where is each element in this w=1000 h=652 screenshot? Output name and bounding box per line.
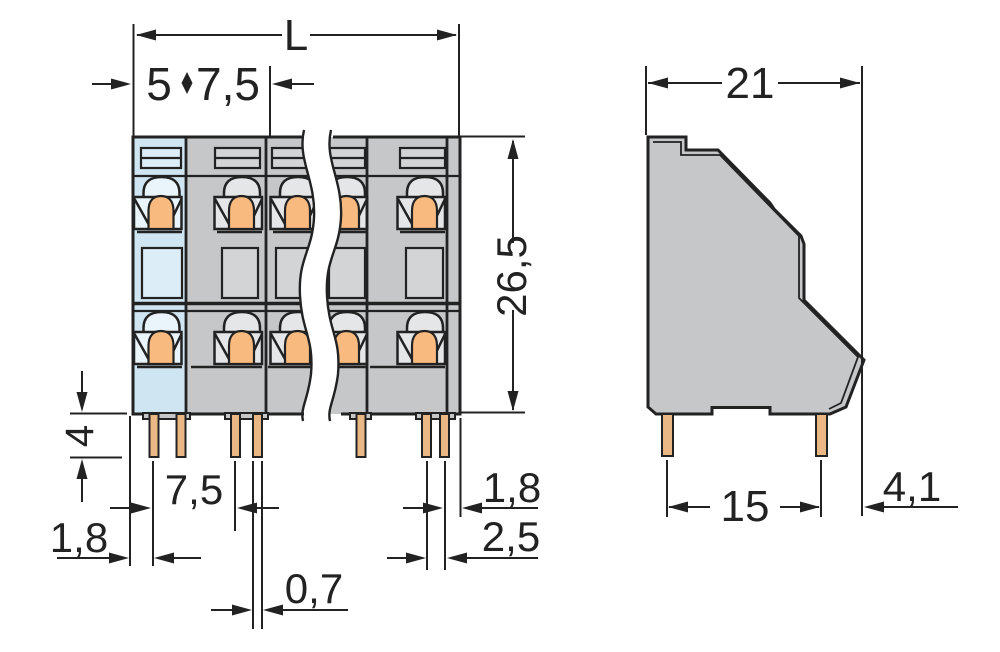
solder-pins-front bbox=[148, 413, 450, 458]
front-outline bbox=[131, 135, 462, 416]
dim-pin-pitch: 7,5 bbox=[165, 466, 223, 513]
pole-separator-lines bbox=[184, 137, 449, 414]
dim-rear-overhang: 4,1 bbox=[883, 463, 941, 510]
break-symbol bbox=[298, 129, 343, 422]
dim-left-edge-to-pin: 1,8 bbox=[50, 514, 108, 561]
dim-pole-pitch: 7,5 bbox=[196, 58, 260, 110]
side-view bbox=[646, 135, 866, 457]
dim-pin-length: 4 bbox=[58, 425, 102, 447]
dim-height: 26,5 bbox=[488, 235, 535, 317]
side-inner-contour bbox=[653, 141, 860, 410]
dim-end-section: 5 bbox=[146, 58, 172, 110]
dim-pin-row-spacing: 15 bbox=[721, 482, 770, 531]
dimensions-side: 21 15 4,1 bbox=[645, 59, 958, 531]
dim-pin-width: 0,7 bbox=[285, 565, 343, 612]
front-view bbox=[131, 129, 462, 458]
dimensions-front: L 5 7,5 26,5 4 7,5 1,8 1,8 2,5 bbox=[50, 11, 541, 629]
dim-overall-length: L bbox=[284, 11, 308, 60]
dim-pin-to-right-edge: 1,8 bbox=[483, 464, 541, 511]
solder-pins-side bbox=[661, 413, 828, 457]
pin-center-marker bbox=[181, 72, 193, 94]
side-profile bbox=[646, 135, 866, 416]
dim-depth: 21 bbox=[726, 59, 775, 108]
dim-pin-row-offset: 2,5 bbox=[482, 513, 540, 560]
